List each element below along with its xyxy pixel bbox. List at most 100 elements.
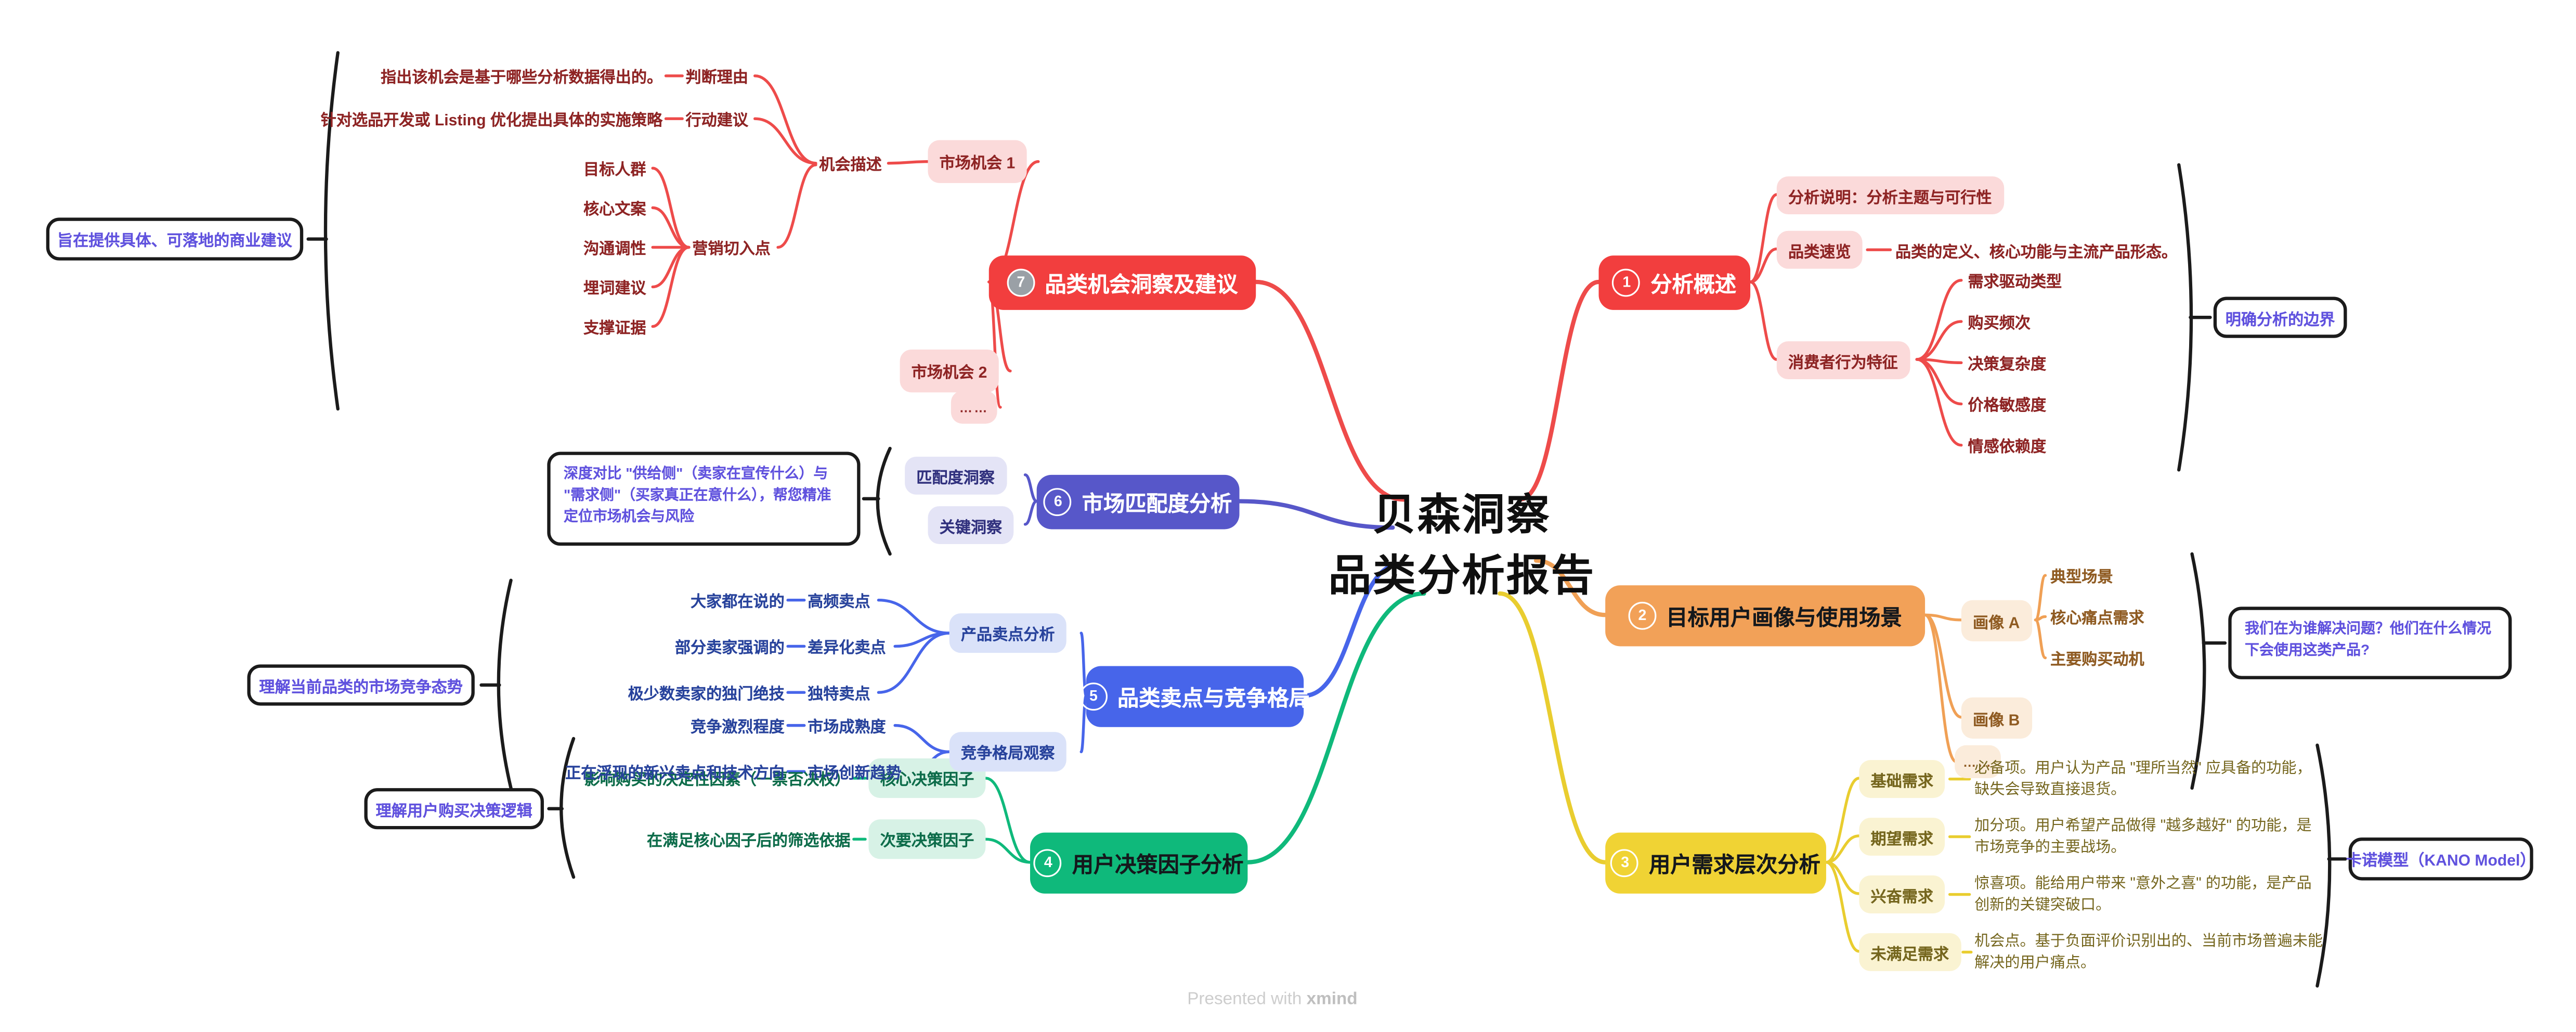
topic-high-freq-selling-point[interactable]: 高频卖点 [808,594,870,612]
topic-market-opportunity-2[interactable]: 市场机会 2 [900,349,999,393]
topic-excitement-needs-desc[interactable]: 惊喜项。能给用户带来 "意外之喜" 的功能，是产品创新的关键突破口。 [1974,874,2312,913]
topic-demand-driver-type[interactable]: 需求驱动类型 [1968,274,2062,292]
topic-basic-needs[interactable]: 基础需求 [1859,760,1945,798]
central-topic-line1: 贝森洞察 [1373,489,1551,539]
topic-unique-selling-point[interactable]: 独特卖点 [808,686,870,704]
topic-opportunity-description[interactable]: 机会描述 [819,157,882,175]
topic-persona-a[interactable]: 画像 A [1961,600,2032,641]
edge-connector [887,160,930,165]
note-who-problem[interactable]: 我们在为谁解决问题？他们在什么情况下会使用这类产品? [2228,607,2512,679]
topic-market-innovation-trend[interactable]: 市场创新趋势 [808,765,902,783]
topic-main-purchase-motivation[interactable]: 主要购买动机 [2050,651,2144,669]
topic-expected-needs-desc[interactable]: 加分项。用户希望产品做得 "越多越好" 的功能，是市场竞争的主要战场。 [1974,816,2312,855]
topic-excitement-needs[interactable]: 兴奋需求 [1859,875,1945,913]
topic-some-sellers-desc[interactable]: 部分卖家强调的 [674,639,785,658]
note-decision-logic[interactable]: 理解用户购买决策逻辑 [364,788,544,830]
topic-competition-intensity-desc[interactable]: 竞争激烈程度 [691,718,785,737]
topic-core-decision-factor[interactable]: 核心决策因子 [868,758,986,798]
topic-persona-b[interactable]: 画像 B [1961,697,2032,739]
brace-icon [876,446,892,556]
edge-connector [1825,834,1861,864]
note-supply-demand[interactable]: 深度对比 "供给侧"（卖家在宣传什么）与 "需求侧"（买家真正在意什么），帮您精… [547,452,861,546]
edge-connector [651,166,691,249]
edge-connector [1517,279,1601,502]
topic-expected-needs[interactable]: 期望需求 [1859,818,1945,856]
branch-7-opportunity-insight-label: 品类机会洞察及建议 [1045,272,1238,297]
topic-selling-point-analysis[interactable]: 产品卖点分析 [949,613,1066,653]
topic-decision-complexity[interactable]: 决策复杂度 [1968,356,2047,375]
edge-connector [1237,499,1395,530]
edge-connector [1749,193,1778,283]
edge-connector [1923,613,1963,719]
note-analysis-boundary[interactable]: 明确分析的边界 [2213,296,2347,338]
branch-2-target-user-persona[interactable]: 2 目标用户画像与使用场景 [1605,585,1926,647]
topic-market-maturity[interactable]: 市场成熟度 [808,718,886,737]
topic-category-overview[interactable]: 品类速览 [1776,230,1863,269]
topic-match-insight[interactable]: 匹配度洞察 [905,456,1007,495]
topic-judgment-reason[interactable]: 判断理由 [685,69,749,87]
edge-connector [1245,591,1426,865]
topic-keyword-suggestion[interactable]: 埋词建议 [583,280,646,299]
note-competition-understanding[interactable]: 理解当前品类的市场竞争态势 [247,664,475,706]
topic-market-opportunity-1[interactable]: 市场机会 1 [928,140,1027,183]
topic-target-audience[interactable]: 目标人群 [583,161,646,180]
topic-core-factor-desc[interactable]: 影响购买的决定性因素（一票否决权） [584,771,851,790]
topic-opportunity-more[interactable]: …… [951,391,997,424]
topic-few-sellers-desc[interactable]: 极少数卖家的独门绝技 [628,686,785,704]
topic-basic-needs-desc[interactable]: 必备项。用户认为产品 "理所当然" 应具备的功能，缺失会导致直接退货。 [1974,758,2312,797]
topic-action-suggestion-desc[interactable]: 针对选品开发或 Listing 优化提出具体的实施策略 [320,112,663,131]
topic-consumer-behavior[interactable]: 消费者行为特征 [1776,341,1910,380]
topic-emerging-trend-desc[interactable]: 正在浮现的新兴卖点和技术方向 [565,765,785,783]
topic-competition-observation[interactable]: 竞争格局观察 [949,732,1066,772]
circled-number-icon: 2 [1628,601,1657,630]
topic-key-insight[interactable]: 关键洞察 [928,506,1014,544]
edge-connector [1749,280,1778,361]
topic-differentiated-selling-point[interactable]: 差异化卖点 [808,639,886,658]
edge-connector [651,246,691,328]
edge-connector [753,74,817,165]
topic-secondary-factor-desc[interactable]: 在满足核心因子后的筛选依据 [647,832,851,851]
edge-connector [984,837,1032,864]
edge-connector [893,724,951,754]
edge-connector [1533,558,1608,617]
topic-secondary-decision-factor[interactable]: 次要决策因子 [868,819,986,859]
topic-emotional-reliance[interactable]: 情感依赖度 [1968,438,2047,457]
note-kano-model[interactable]: 卡诺模型（KANO Model） [2346,837,2536,881]
topic-supporting-evidence[interactable]: 支撑证据 [583,319,646,338]
branch-4-decision-factor-analysis-label: 用户决策因子分析 [1072,852,1244,878]
edge-connector [1825,777,1861,864]
edge-connector [1915,358,1963,447]
brace-icon [2315,743,2332,988]
topic-analysis-note[interactable]: 分析说明：分析主题与可行性 [1776,176,2003,215]
topic-core-pain-points[interactable]: 核心痛点需求 [2050,610,2144,628]
topic-judgment-reason-desc[interactable]: 指出该机会是基于哪些分析数据得出的。 [381,69,663,87]
topic-purchase-frequency[interactable]: 购买频次 [1968,315,2031,333]
edge-connector [651,206,691,249]
topic-everyone-says-desc[interactable]: 大家都在说的 [691,594,785,612]
note-business-advice[interactable]: 旨在提供具体、可落地的商业建议 [46,217,304,261]
topic-communication-tone[interactable]: 沟通调性 [583,240,646,259]
central-topic[interactable]: 贝森洞察 品类分析报告 [1329,485,1596,607]
edge-connector [1825,861,1861,953]
topic-category-definition-text[interactable]: 品类的定义、核心功能与主流产品形态。 [1895,243,2178,262]
branch-2-target-user-persona-label: 目标用户画像与使用场景 [1666,605,1902,630]
topic-core-copywriting[interactable]: 核心文案 [583,201,646,220]
circled-number-icon: 5 [1079,682,1108,711]
watermark-prefix: Presented with [1187,989,1307,1009]
topic-unmet-needs-desc[interactable]: 机会点。基于负面评价识别出的、当前市场普遍未能解决的用户痛点。 [1974,932,2323,971]
topic-action-suggestion[interactable]: 行动建议 [685,112,749,131]
topic-price-sensitivity[interactable]: 价格敏感度 [1968,397,2047,416]
edge-connector [1749,247,1778,283]
topic-marketing-entry-point[interactable]: 营销切入点 [692,240,771,259]
topic-unmet-needs[interactable]: 未满足需求 [1859,933,1961,971]
branch-3-user-needs-hierarchy-label: 用户需求层次分析 [1649,852,1820,878]
topic-persona-more[interactable]: …… [1955,745,2001,779]
topic-typical-scenario[interactable]: 典型场景 [2050,569,2113,587]
